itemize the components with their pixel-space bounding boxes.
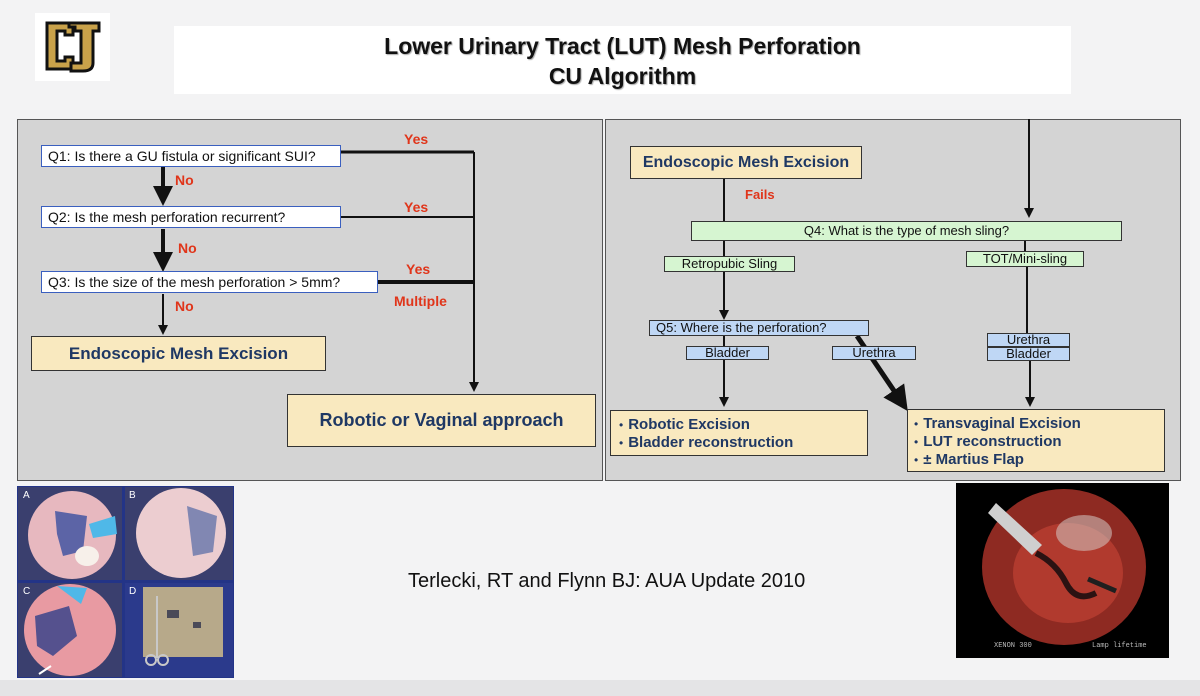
endoscope-image: XENON 300 Lamp lifetime	[956, 483, 1169, 658]
no-label-3: No	[175, 298, 194, 314]
citation-text: Terlecki, RT and Flynn BJ: AUA Update 20…	[408, 570, 806, 592]
endoscopy-photo-grid: A B C D	[17, 486, 234, 678]
multiple-label: Multiple	[394, 293, 447, 309]
outcome-left-text: Bladder reconstruction	[628, 434, 794, 451]
page-title: Lower Urinary Tract (LUT) Mesh Perforati…	[384, 33, 861, 59]
q4-box: Q4: What is the type of mesh sling?	[691, 221, 1122, 241]
urethra-box-right: Urethra	[987, 333, 1070, 347]
endoscopic-excision-box-left: Endoscopic Mesh Excision	[31, 336, 326, 371]
outcome-left-item: •Robotic Excision	[619, 416, 750, 433]
fails-label: Fails	[745, 187, 775, 202]
photo-label-d: D	[129, 586, 136, 597]
photo-label-c: C	[23, 586, 30, 597]
endoscopic-excision-box-right: Endoscopic Mesh Excision	[630, 146, 862, 179]
slide: Lower Urinary Tract (LUT) Mesh Perforati…	[17, 13, 1181, 678]
outcome-left-item: •Bladder reconstruction	[619, 434, 794, 451]
outcome-right-item: •LUT reconstruction	[914, 433, 1062, 450]
q3-box: Q3: Is the size of the mesh perforation …	[41, 271, 378, 293]
overlay-text-right: Lamp lifetime	[1092, 642, 1147, 650]
outcome-left-text: Robotic Excision	[628, 416, 750, 433]
tot-mini-sling-box: TOT/Mini-sling	[966, 251, 1084, 267]
q5-box: Q5: Where is the perforation?	[649, 320, 869, 336]
yes-label-1: Yes	[404, 131, 429, 147]
urethra-box-left: Urethra	[832, 346, 916, 360]
title-box: Lower Urinary Tract (LUT) Mesh Perforati…	[174, 26, 1071, 94]
bottom-strip	[0, 680, 1200, 696]
cu-logo	[35, 13, 110, 81]
outcome-right-item: •Transvaginal Excision	[914, 415, 1081, 432]
overlay-text-left: XENON 300	[994, 642, 1032, 650]
q2-box: Q2: Is the mesh perforation recurrent?	[41, 206, 341, 228]
robotic-vaginal-box: Robotic or Vaginal approach	[287, 394, 596, 447]
transvaginal-outcome-box: •Transvaginal Excision •LUT reconstructi…	[907, 409, 1165, 472]
photo-label-a: A	[23, 490, 30, 501]
page-subtitle: CU Algorithm	[548, 63, 697, 89]
outcome-right-text: LUT reconstruction	[923, 433, 1062, 450]
photo-label-b: B	[129, 490, 136, 501]
yes-label-3: Yes	[406, 261, 431, 277]
robotic-excision-outcome-box: •Robotic Excision •Bladder reconstructio…	[610, 410, 868, 456]
outcome-right-text: ± Martius Flap	[923, 451, 1024, 468]
yes-label-2: Yes	[404, 199, 429, 215]
retropubic-sling-box: Retropubic Sling	[664, 256, 795, 272]
no-label-1: No	[175, 172, 194, 188]
q1-box: Q1: Is there a GU fistula or significant…	[41, 145, 341, 167]
outcome-right-text: Transvaginal Excision	[923, 415, 1081, 432]
bladder-box-left: Bladder	[686, 346, 769, 360]
no-label-2: No	[178, 240, 197, 256]
outcome-right-item: •± Martius Flap	[914, 451, 1024, 468]
bladder-box-right: Bladder	[987, 347, 1070, 361]
